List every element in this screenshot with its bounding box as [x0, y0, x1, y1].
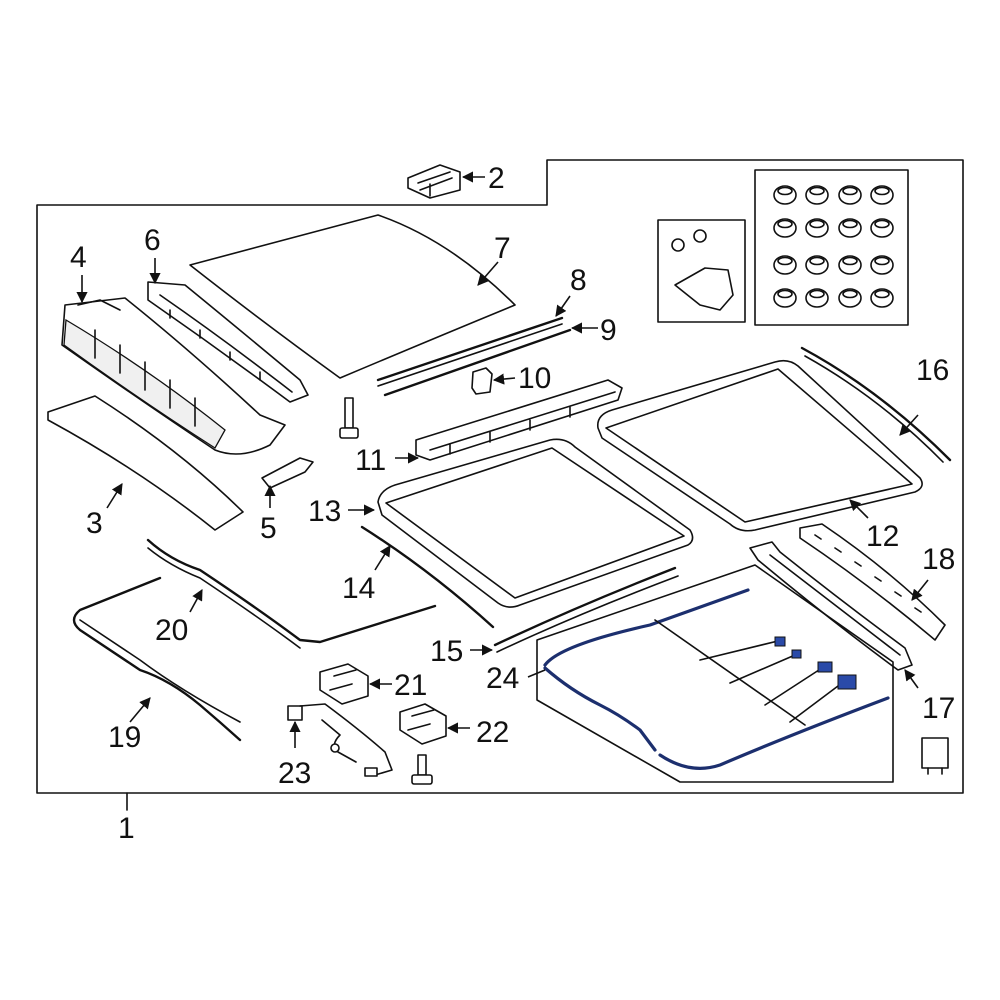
arrow-7 — [477, 261, 499, 286]
arrow-10 — [492, 373, 516, 385]
part-6-trim — [147, 281, 309, 403]
part-16-seal — [800, 346, 952, 462]
arrow-19 — [129, 697, 151, 723]
arrow-16 — [899, 414, 919, 436]
grommet-top — [874, 289, 890, 299]
part-12-glass-inner — [605, 368, 913, 523]
grommet-top — [777, 289, 793, 299]
callout-14: 14 — [342, 572, 375, 605]
callout-3: 3 — [86, 507, 103, 540]
part-23-wiring — [287, 703, 393, 777]
callout-18: 18 — [922, 543, 955, 576]
bolt-icon-2 — [411, 754, 433, 785]
callout-23: 23 — [278, 757, 311, 790]
part-8-seal-inner — [377, 323, 563, 387]
callout-20: 20 — [155, 614, 188, 647]
part-13-front-glass — [377, 438, 694, 608]
callout-labels: 1 2 3 4 5 6 7 8 9 10 11 12 13 14 15 16 1… — [70, 162, 955, 845]
grommet-top — [842, 186, 858, 196]
grommet-inset — [754, 169, 909, 326]
arrow-12 — [849, 499, 869, 519]
callout-12: 12 — [866, 520, 899, 553]
grommet-top — [809, 289, 825, 299]
grommet-top — [777, 186, 793, 196]
callout-15: 15 — [430, 635, 463, 668]
part-13-glass-inner — [385, 447, 685, 599]
grommet-top — [809, 186, 825, 196]
callout-13: 13 — [308, 495, 341, 528]
clip-inset — [657, 219, 746, 323]
part-3-deflector-panel — [47, 395, 244, 531]
arrow-8 — [555, 295, 571, 317]
callout-2: 2 — [488, 162, 505, 195]
part-15-seal — [493, 566, 677, 647]
part-17-guide-rail — [749, 541, 913, 671]
grommet-top — [777, 256, 793, 266]
grommet-top — [809, 256, 825, 266]
grommet-top — [874, 219, 890, 229]
part-5-bracket — [261, 457, 314, 489]
part-19-hose-inner — [79, 619, 241, 723]
arrow-14 — [374, 545, 391, 571]
part-10-clip — [471, 367, 493, 395]
part-20-hose — [146, 538, 437, 644]
grommet-grid — [773, 185, 894, 308]
bolt-icon — [339, 397, 359, 439]
callout-17: 17 — [922, 692, 955, 725]
part-15-seal-inner — [496, 575, 679, 653]
arrow-24 — [527, 669, 546, 678]
arrow-3 — [106, 483, 123, 509]
part-22-bracket — [399, 703, 447, 745]
callout-9: 9 — [600, 314, 617, 347]
grommet-top — [777, 219, 793, 229]
grommet-top — [809, 219, 825, 229]
part-4-housing — [61, 297, 286, 455]
part-18-guide-rail — [799, 523, 946, 641]
callout-16: 16 — [916, 354, 949, 387]
callout-10: 10 — [518, 362, 551, 395]
callout-21: 21 — [394, 669, 427, 702]
callout-4: 4 — [70, 241, 87, 274]
part-14-seal — [360, 525, 495, 629]
part-20-hose-inner — [147, 547, 301, 649]
part-24-box — [536, 564, 894, 783]
arrow-20 — [189, 589, 203, 613]
callout-5: 5 — [260, 512, 277, 545]
callout-7: 7 — [494, 232, 511, 265]
arrow-17 — [904, 669, 919, 689]
callout-19: 19 — [108, 721, 141, 754]
part-8-seal — [376, 316, 564, 382]
part-7-roof-panel — [189, 214, 516, 379]
callout-8: 8 — [570, 264, 587, 297]
callout-24: 24 — [486, 662, 519, 695]
callout-1: 1 — [118, 812, 135, 845]
grommet-top — [874, 256, 890, 266]
part-19-hose — [72, 576, 242, 742]
callout-6: 6 — [144, 224, 161, 257]
part-9-seal — [383, 328, 572, 397]
grommet-top — [842, 219, 858, 229]
part-16-seal-inner — [804, 355, 944, 463]
arrow-18 — [911, 579, 929, 601]
part-21-bracket — [319, 663, 369, 705]
callout-11: 11 — [355, 444, 386, 477]
part-24-cable-set — [536, 564, 894, 783]
part-2-bracket — [407, 164, 461, 199]
assembly-frame — [36, 159, 964, 794]
grommet-top — [874, 186, 890, 196]
grommet-top — [842, 289, 858, 299]
relay-icon — [921, 737, 949, 775]
grommet-top — [842, 256, 858, 266]
callout-22: 22 — [476, 716, 509, 749]
